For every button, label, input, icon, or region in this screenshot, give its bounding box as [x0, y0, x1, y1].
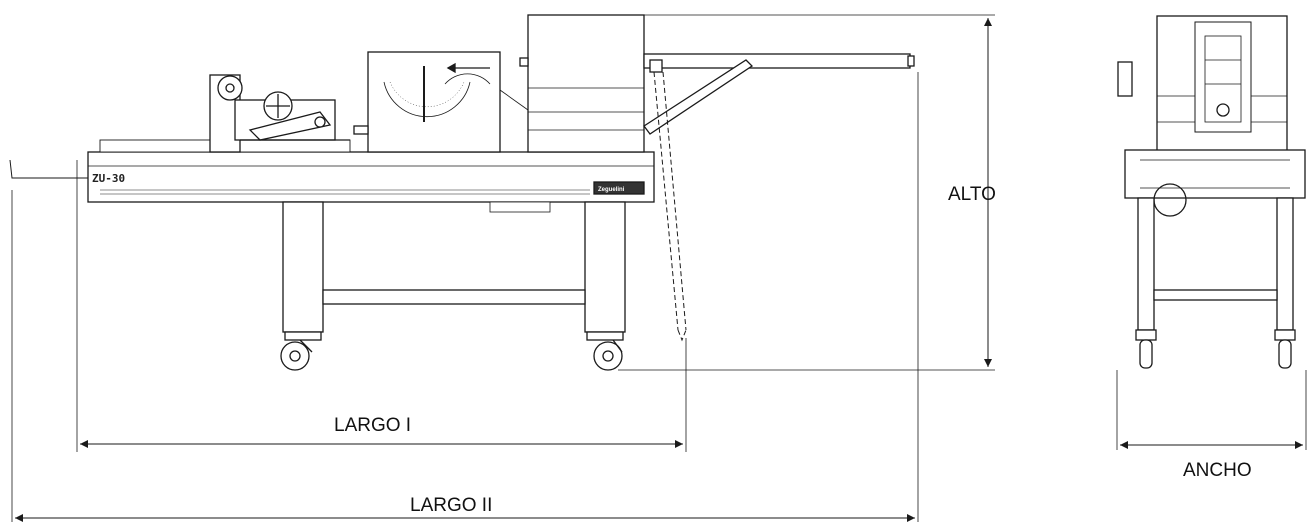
right-leg — [584, 201, 626, 333]
cross-bar — [322, 289, 586, 305]
front-left-wheel — [1139, 339, 1153, 369]
top-housing — [499, 14, 645, 153]
front-right-leg — [1276, 197, 1294, 331]
largo-1-label: LARGO I — [334, 415, 411, 436]
front-right-wheel — [1278, 339, 1292, 369]
roller-unit — [209, 74, 350, 153]
left-wheel — [280, 339, 313, 371]
brand-text: Zeguelini — [598, 187, 625, 193]
model-text: ZU-30 — [92, 172, 125, 185]
dashed-swing-arm — [653, 71, 687, 342]
front-left-leg — [1137, 197, 1155, 331]
extension-arm — [643, 53, 915, 135]
brand-plate — [593, 181, 645, 195]
left-feed-wire — [9, 159, 88, 179]
alto-label: ALTO — [948, 184, 996, 205]
ancho-label: ANCHO — [1183, 460, 1252, 481]
dimension-lines — [11, 14, 1307, 522]
main-frame — [87, 151, 655, 203]
left-leg — [282, 201, 324, 333]
side-view: Zeguelini ZU-30 — [9, 14, 915, 371]
front-main-frame — [1124, 149, 1306, 199]
right-wheel — [593, 339, 623, 371]
front-view — [1117, 15, 1306, 369]
scale-box — [353, 51, 501, 153]
largo-2-label: LARGO II — [410, 495, 492, 516]
